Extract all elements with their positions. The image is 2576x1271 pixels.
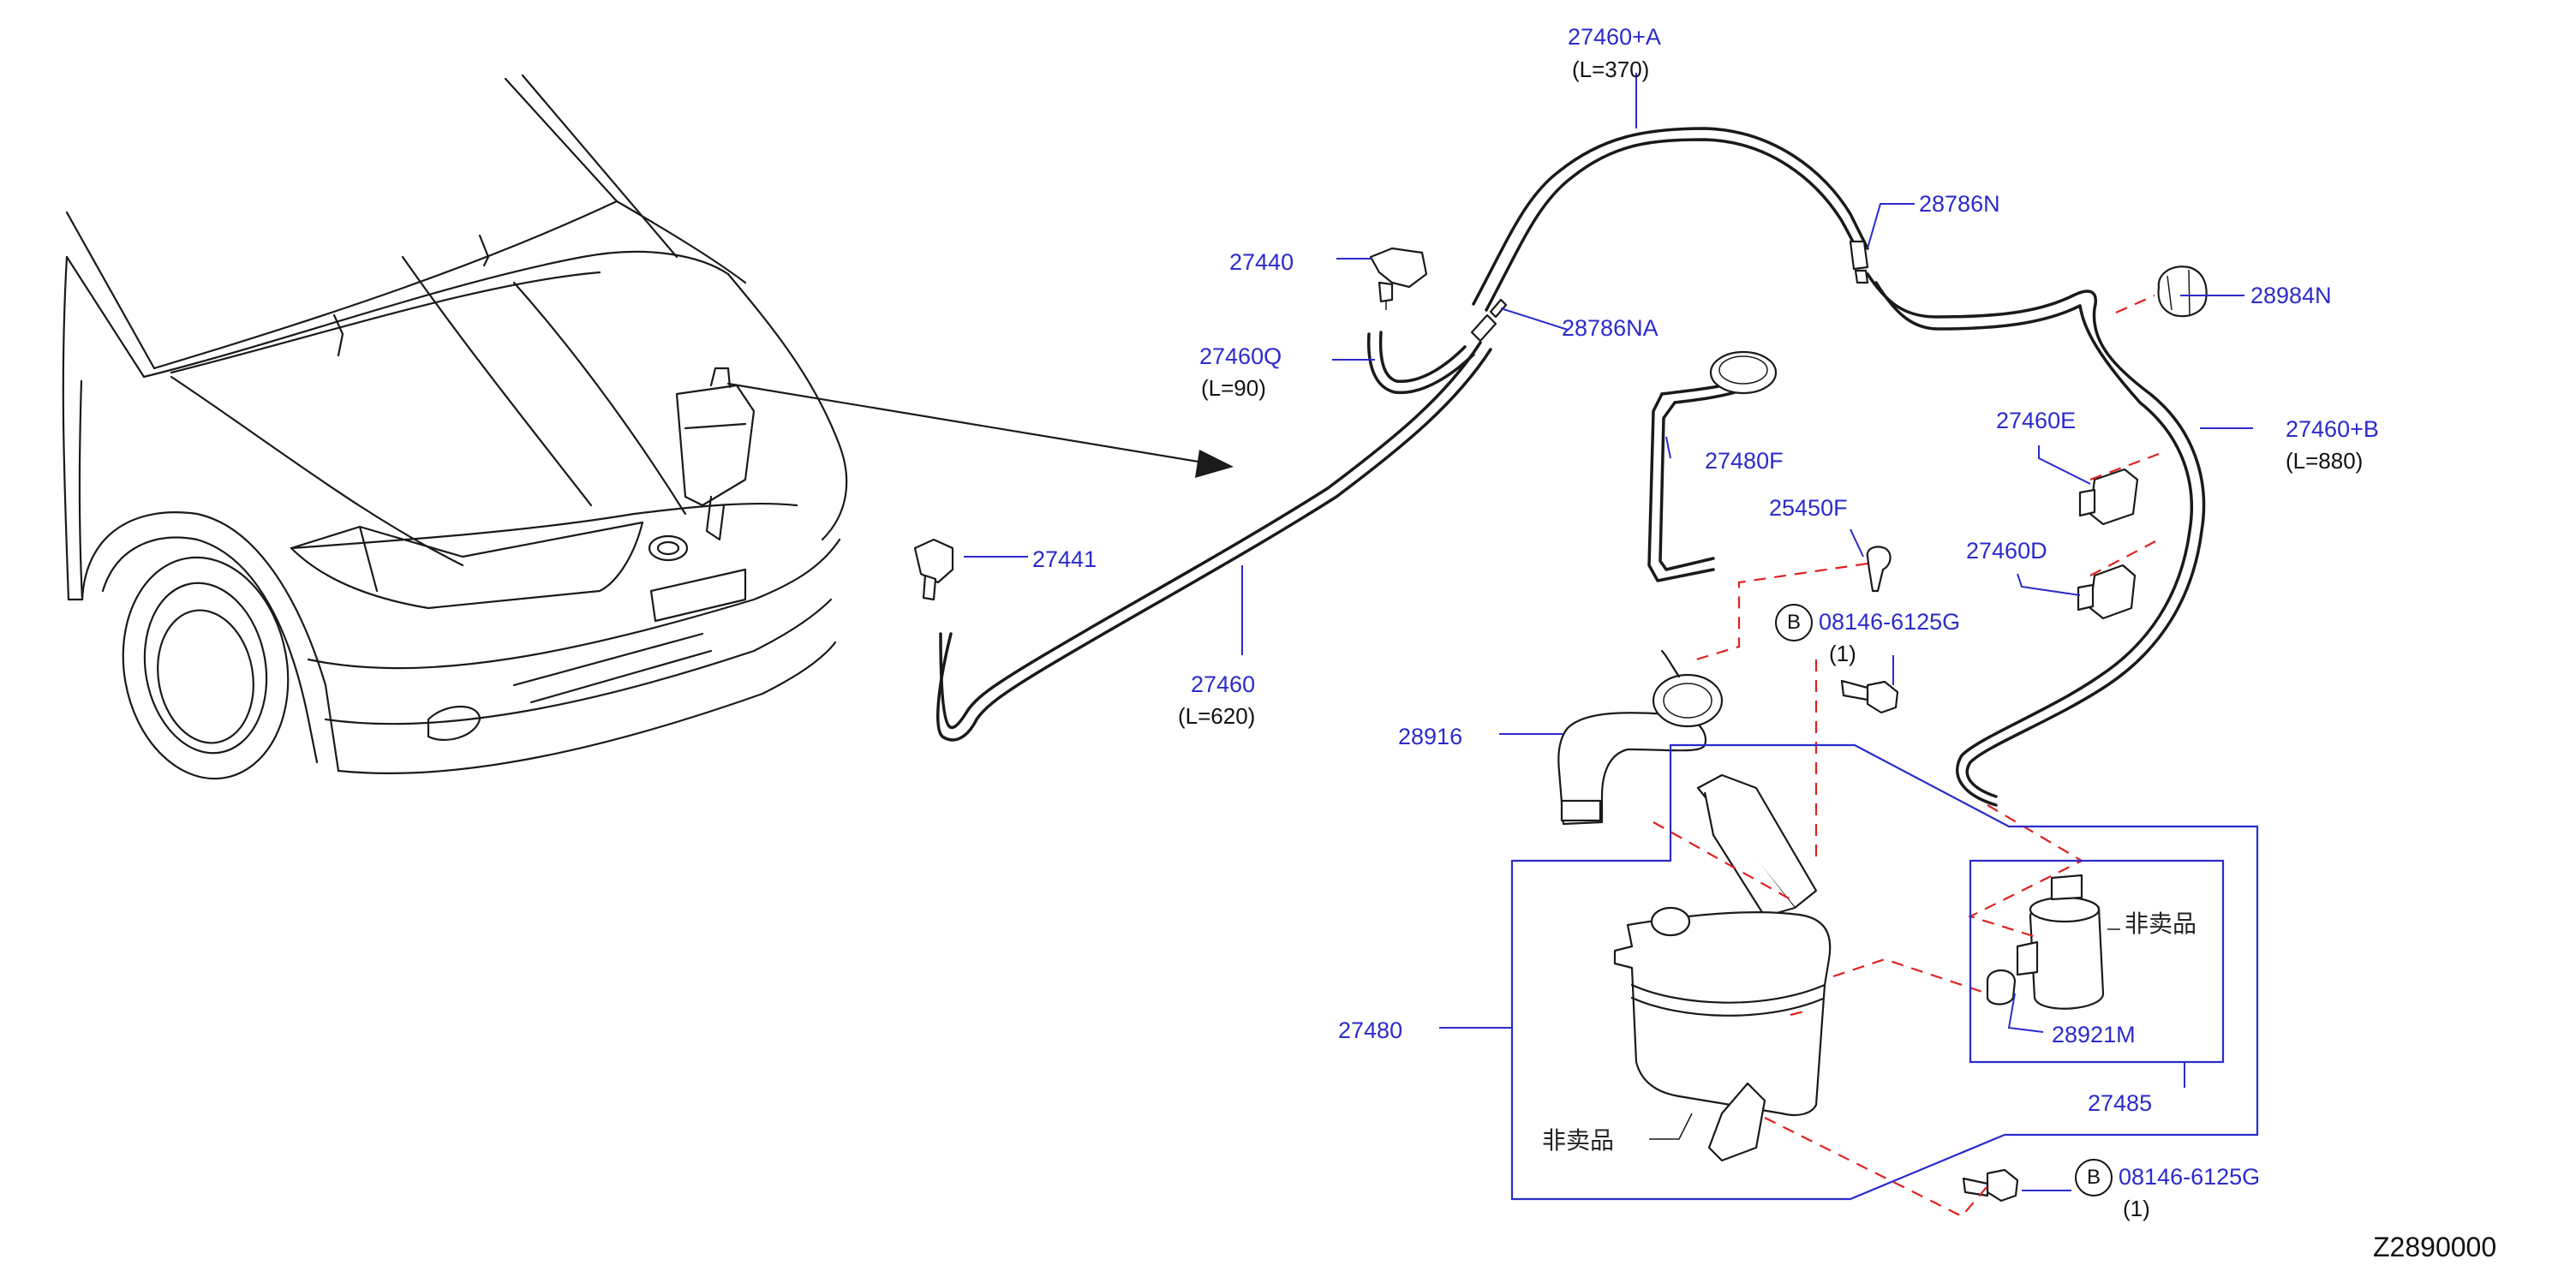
vehicle-illustration <box>62 74 848 780</box>
arrow-head-icon <box>1195 450 1234 478</box>
label-27460e: 27460E <box>1996 408 2077 433</box>
grommet-28921M <box>1986 969 2017 1005</box>
not-for-sale-pump: 非卖品 <box>2125 910 2197 938</box>
qty-08146-6125g-top: (1) <box>1829 641 1856 666</box>
label-28921m: 28921M <box>2052 1022 2136 1047</box>
label-27460-a: 27460+A <box>1568 24 1661 50</box>
tank-assembly-frame <box>1510 743 2259 1201</box>
grommet-28984N <box>2157 266 2208 318</box>
diagram-code: Z2890000 <box>2373 1232 2497 1262</box>
label-27480f: 27480F <box>1705 448 1784 474</box>
clip-27460E <box>2078 468 2139 526</box>
pump-assembly-frame <box>1969 859 2225 1064</box>
label-28916: 28916 <box>1398 724 1463 749</box>
length-27460q: (L=90) <box>1201 375 1266 401</box>
length-27460-b: (L=880) <box>2286 448 2364 474</box>
label-27480: 27480 <box>1338 1017 1403 1043</box>
label-28984n: 28984N <box>2250 283 2332 308</box>
hose-lines <box>936 127 2206 807</box>
qty-08146-6125g-bottom: (1) <box>2123 1196 2150 1221</box>
length-27460-a: (L=370) <box>1572 57 1650 82</box>
clip-27460D <box>2077 564 2137 620</box>
not-for-sale-tank: 非卖品 <box>1542 1126 1615 1155</box>
filler-neck-28916 <box>1557 649 1724 826</box>
label-27460q: 27460Q <box>1199 343 1282 369</box>
bolt-marker-b-top: B <box>1775 604 1813 641</box>
nozzle-27441 <box>913 538 954 601</box>
assembly-guides <box>1653 294 2160 1218</box>
washer-tank-27480 <box>1613 773 1832 1162</box>
length-27460: (L=620) <box>1178 703 1256 729</box>
label-27460-b: 27460+B <box>2286 416 2379 442</box>
nozzle-27440 <box>1369 247 1428 310</box>
washer-pump-27485 <box>2016 874 2105 1010</box>
label-08146-6125g-bottom: 08146-6125G <box>2119 1164 2261 1190</box>
bolt-marker-b-bottom: B <box>2075 1159 2113 1196</box>
label-27440: 27440 <box>1229 249 1294 275</box>
label-27485: 27485 <box>2088 1090 2153 1116</box>
label-27460: 27460 <box>1191 671 1256 697</box>
bolt-08146-6125G-bottom <box>1962 1168 2019 1202</box>
group-frames <box>1510 743 2259 1201</box>
label-28786n: 28786N <box>1919 191 2000 217</box>
bolt-08146-6125G-top <box>1840 679 1899 714</box>
label-27460d: 27460D <box>1966 538 2047 564</box>
filler-tube-27480F <box>1647 350 1778 582</box>
label-25450f: 25450F <box>1769 495 1848 521</box>
leader-lines <box>964 73 2253 1191</box>
label-28786na: 28786NA <box>1562 315 1659 341</box>
label-27441: 27441 <box>1032 546 1097 572</box>
clip-25450F <box>1866 546 1892 593</box>
callout-arrow <box>726 382 1205 464</box>
label-08146-6125g-top: 08146-6125G <box>1819 609 1961 635</box>
